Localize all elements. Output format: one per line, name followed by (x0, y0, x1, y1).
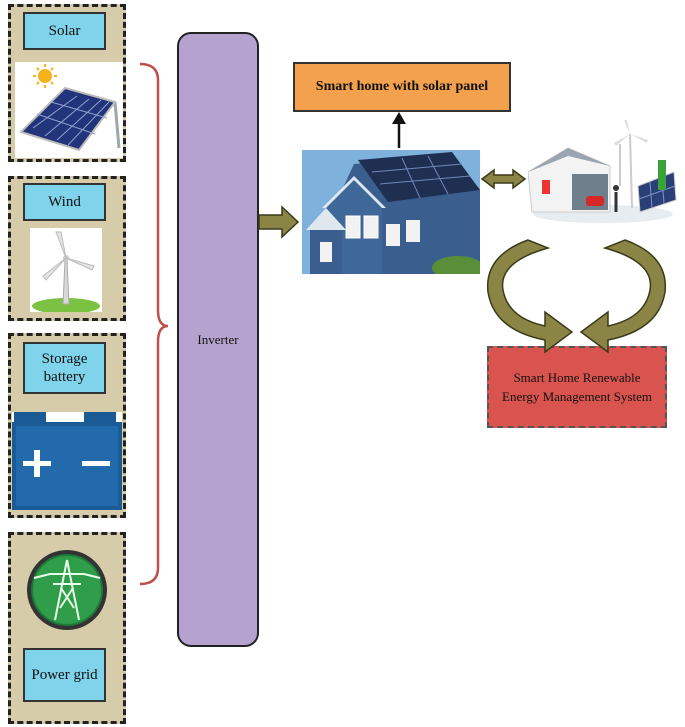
grid-label: Power grid (23, 648, 106, 702)
home-to-label-arrow (392, 112, 406, 148)
power-grid-icon (22, 548, 112, 633)
battery-label: Storage battery (23, 342, 106, 394)
house-solar-icon (302, 150, 480, 274)
battery-icon (12, 412, 122, 510)
inverter-to-home-arrow (258, 205, 300, 239)
inverter-box: Inverter (177, 32, 259, 647)
energy-management-system-box: Smart Home Renewable Energy Management S… (487, 346, 667, 428)
source-bracket (139, 62, 169, 586)
renewable-home-icon (528, 120, 678, 225)
cycle-arrow-right (579, 239, 667, 354)
solar-panel-icon (15, 62, 123, 158)
cycle-arrow-left (486, 239, 574, 354)
solar-label: Solar (23, 12, 106, 50)
home-exchange-arrow (480, 168, 527, 190)
wind-turbine-icon (30, 228, 102, 312)
wind-label: Wind (23, 183, 106, 221)
smart-home-label: Smart home with solar panel (293, 62, 511, 112)
